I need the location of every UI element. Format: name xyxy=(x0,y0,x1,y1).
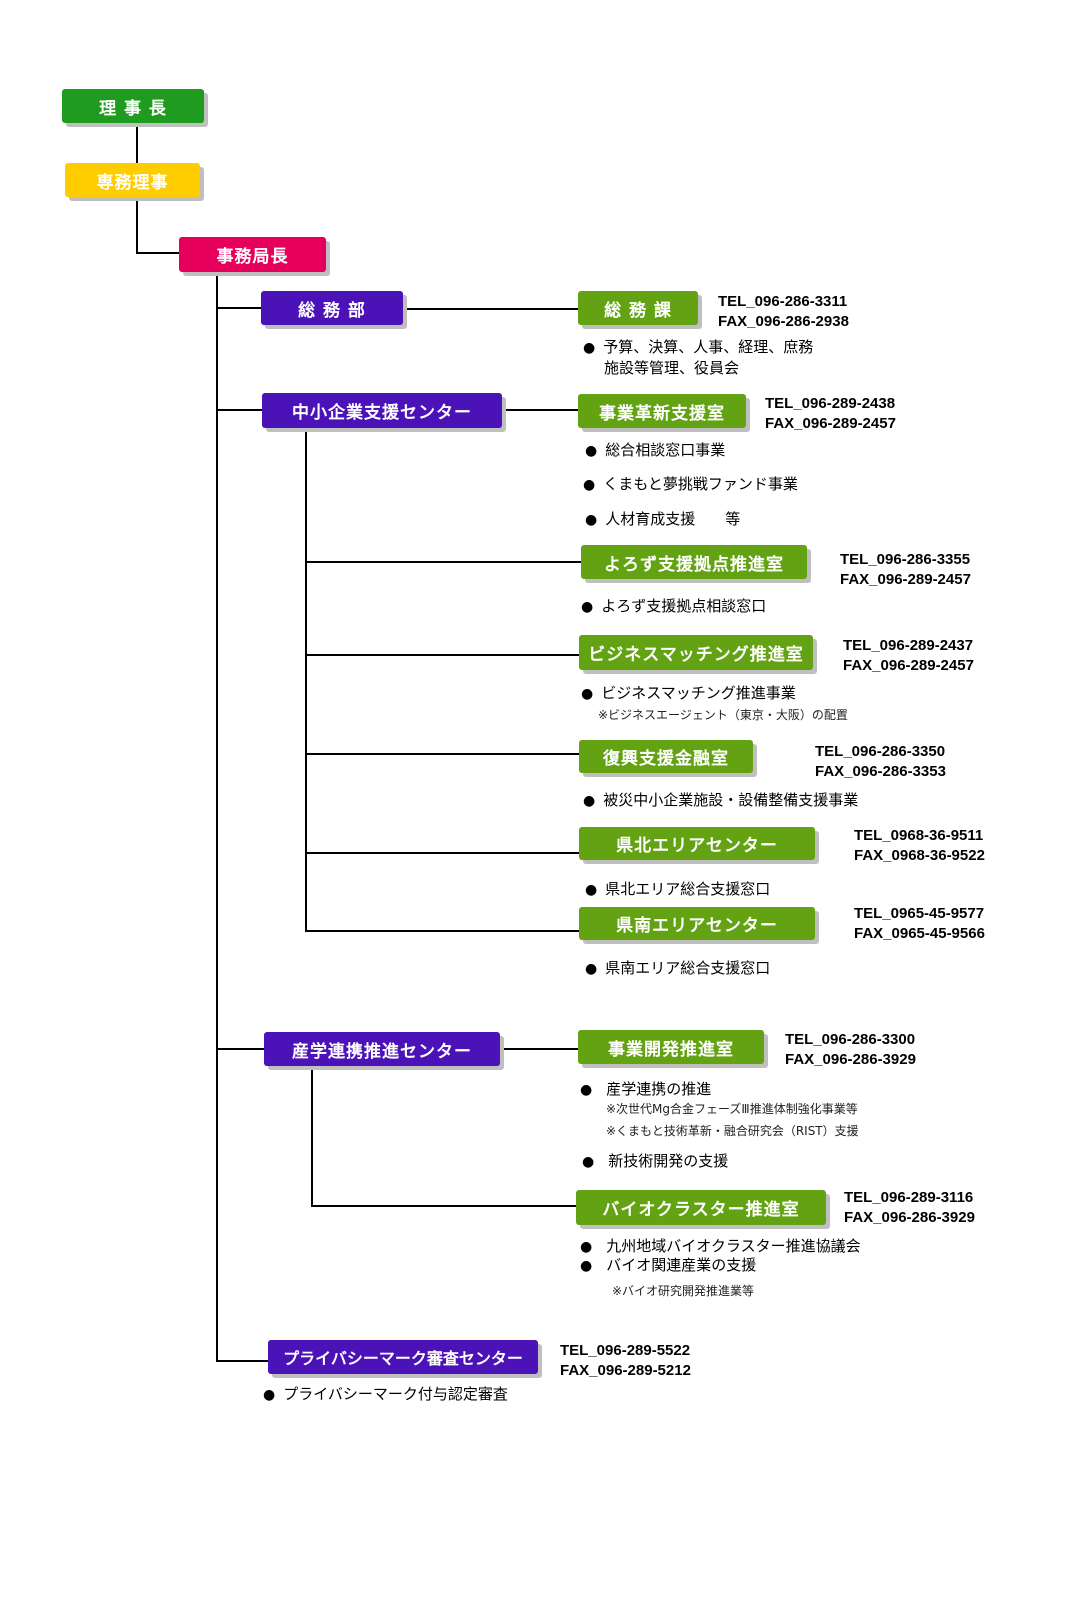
industry-trunk xyxy=(311,1066,313,1207)
fax-number: FAX_096-286-3353 xyxy=(815,763,946,780)
connector-sme-innovation xyxy=(502,409,578,411)
fax-number: FAX_096-289-2457 xyxy=(840,571,971,588)
fax-number: FAX_096-286-3929 xyxy=(785,1051,916,1068)
general-affairs-section-box: 総 務 課 xyxy=(578,291,698,325)
list-item: ●被災中小企業施設・設備整備支援事業 xyxy=(583,791,859,809)
tel-number: TEL_096-286-3311 xyxy=(718,293,848,310)
fax-number: FAX_0965-45-9566 xyxy=(854,925,985,942)
list-item: ●プライバシーマーク付与認定審査 xyxy=(263,1385,508,1403)
list-item: ●産学連携の推進 xyxy=(580,1080,712,1098)
yorozu-contact: TEL_096-286-3355 FAX_096-289-2457 xyxy=(840,550,971,590)
bio-contact: TEL_096-289-3116 FAX_096-286-3929 xyxy=(844,1188,975,1228)
fax-number: FAX_096-289-2457 xyxy=(765,415,896,432)
fax-number: FAX_0968-36-9522 xyxy=(854,847,985,864)
tel-number: TEL_096-286-3300 xyxy=(785,1031,916,1048)
tel-number: TEL_096-289-5522 xyxy=(560,1342,691,1359)
innovation-office-box: 事業革新支援室 xyxy=(578,394,746,428)
list-item: ●ビジネスマッチング推進事業 xyxy=(581,684,796,702)
south-center-box: 県南エリアセンター xyxy=(579,907,815,940)
bullet-icon: ● xyxy=(585,512,598,528)
secretary-general-box: 事務局長 xyxy=(179,237,326,272)
tel-number: TEL_096-286-3350 xyxy=(815,743,946,760)
devel-contact: TEL_096-286-3300 FAX_096-286-3929 xyxy=(785,1030,916,1070)
list-item: ●人材育成支援 等 xyxy=(585,510,741,528)
bullet-icon: ● xyxy=(585,882,598,898)
connector-general-section xyxy=(404,308,578,310)
bullet-icon: ● xyxy=(581,686,594,702)
fax-number: FAX_096-286-3929 xyxy=(844,1209,975,1226)
bullet-icon: ● xyxy=(585,961,598,977)
list-item: ●よろず支援拠点相談窓口 xyxy=(581,597,767,615)
privacy-contact: TEL_096-289-5522 FAX_096-289-5212 xyxy=(560,1341,691,1381)
bullet-icon: ● xyxy=(580,1082,593,1098)
connector-sme-matching xyxy=(305,654,579,656)
note-text: ※バイオ研究開発推進業等 xyxy=(612,1284,755,1298)
list-item: ●くまもと夢挑戦ファンド事業 xyxy=(583,475,798,493)
list-item: ●県北エリア総合支援窓口 xyxy=(585,880,771,898)
main-trunk xyxy=(216,272,218,1362)
connector-trunk-privacy xyxy=(216,1360,268,1362)
general-affairs-contact: TEL_096-286-3311 FAX_096-286-2938 xyxy=(718,292,849,332)
south-contact: TEL_0965-45-9577 FAX_0965-45-9566 xyxy=(854,904,985,944)
bullet-icon: ● xyxy=(580,1258,593,1274)
connector-industry-devel xyxy=(500,1048,578,1050)
fax-number: FAX_096-289-2457 xyxy=(843,657,974,674)
bullet-icon: ● xyxy=(582,1154,595,1170)
connector-industry-bio xyxy=(311,1205,576,1207)
privacy-center-box: プライバシーマーク審査センター xyxy=(268,1340,538,1374)
matching-office-box: ビジネスマッチング推進室 xyxy=(579,635,813,670)
recovery-contact: TEL_096-286-3350 FAX_096-286-3353 xyxy=(815,742,946,782)
bullet-icon: ● xyxy=(263,1387,276,1403)
tel-number: TEL_0968-36-9511 xyxy=(854,827,984,844)
connector-exec-secretary-h xyxy=(136,252,180,254)
industry-center-box: 産学連携推進センター xyxy=(264,1032,500,1066)
exec-director-box: 専務理事 xyxy=(65,163,200,197)
bullet-icon: ● xyxy=(583,477,596,493)
list-item: ●新技術開発の支援 xyxy=(582,1152,729,1170)
bullet-icon: ● xyxy=(583,793,596,809)
sme-trunk xyxy=(305,430,307,932)
fax-number: FAX_096-286-2938 xyxy=(718,313,849,330)
note-text: ※ビジネスエージェント（東京・大阪）の配置 xyxy=(598,708,848,722)
connector-trunk-industry xyxy=(216,1048,264,1050)
list-item: ●九州地域バイオクラスター推進協議会 xyxy=(580,1237,861,1255)
tel-number: TEL_096-286-3355 xyxy=(840,551,971,568)
innovation-contact: TEL_096-289-2438 FAX_096-289-2457 xyxy=(765,394,896,434)
general-affairs-duties: ●予算、決算、人事、経理、庶務 施設等管理、役員会 xyxy=(583,338,814,377)
devel-office-box: 事業開発推進室 xyxy=(578,1030,764,1064)
bullet-icon: ● xyxy=(581,599,594,615)
note-text: ※くまもと技術革新・融合研究会（RIST）支援 xyxy=(606,1124,859,1138)
recovery-office-box: 復興支援金融室 xyxy=(579,740,753,773)
tel-number: TEL_096-289-3116 xyxy=(844,1189,974,1206)
general-affairs-dept-box: 総 務 部 xyxy=(261,291,403,325)
tel-number: TEL_0965-45-9577 xyxy=(854,905,985,922)
bio-office-box: バイオクラスター推進室 xyxy=(576,1190,826,1225)
connector-sme-south xyxy=(305,930,579,932)
bullet-icon: ● xyxy=(580,1239,593,1255)
chairman-box: 理 事 長 xyxy=(62,89,204,123)
bullet-icon: ● xyxy=(583,340,596,356)
sme-center-box: 中小企業支援センター xyxy=(262,393,502,428)
fax-number: FAX_096-289-5212 xyxy=(560,1362,691,1379)
tel-number: TEL_096-289-2438 xyxy=(765,395,896,412)
connector-trunk-sme xyxy=(216,409,262,411)
connector-sme-recovery xyxy=(305,753,579,755)
bullet-icon: ● xyxy=(585,443,598,459)
connector-exec-secretary-v xyxy=(136,198,138,254)
north-contact: TEL_0968-36-9511 FAX_0968-36-9522 xyxy=(854,826,985,866)
yorozu-office-box: よろず支援拠点推進室 xyxy=(581,545,807,579)
note-text: ※次世代Mg合金フェーズⅢ推進体制強化事業等 xyxy=(606,1102,858,1116)
connector-chairman-exec xyxy=(136,124,138,164)
connector-trunk-general xyxy=(216,307,261,309)
list-item: ●総合相談窓口事業 xyxy=(585,441,726,459)
north-center-box: 県北エリアセンター xyxy=(579,827,815,860)
list-item: ●バイオ関連産業の支援 xyxy=(580,1256,757,1274)
matching-contact: TEL_096-289-2437 FAX_096-289-2457 xyxy=(843,636,974,676)
connector-sme-north xyxy=(305,852,579,854)
list-item: ●県南エリア総合支援窓口 xyxy=(585,959,771,977)
tel-number: TEL_096-289-2437 xyxy=(843,637,974,654)
connector-sme-yorozu xyxy=(305,561,581,563)
